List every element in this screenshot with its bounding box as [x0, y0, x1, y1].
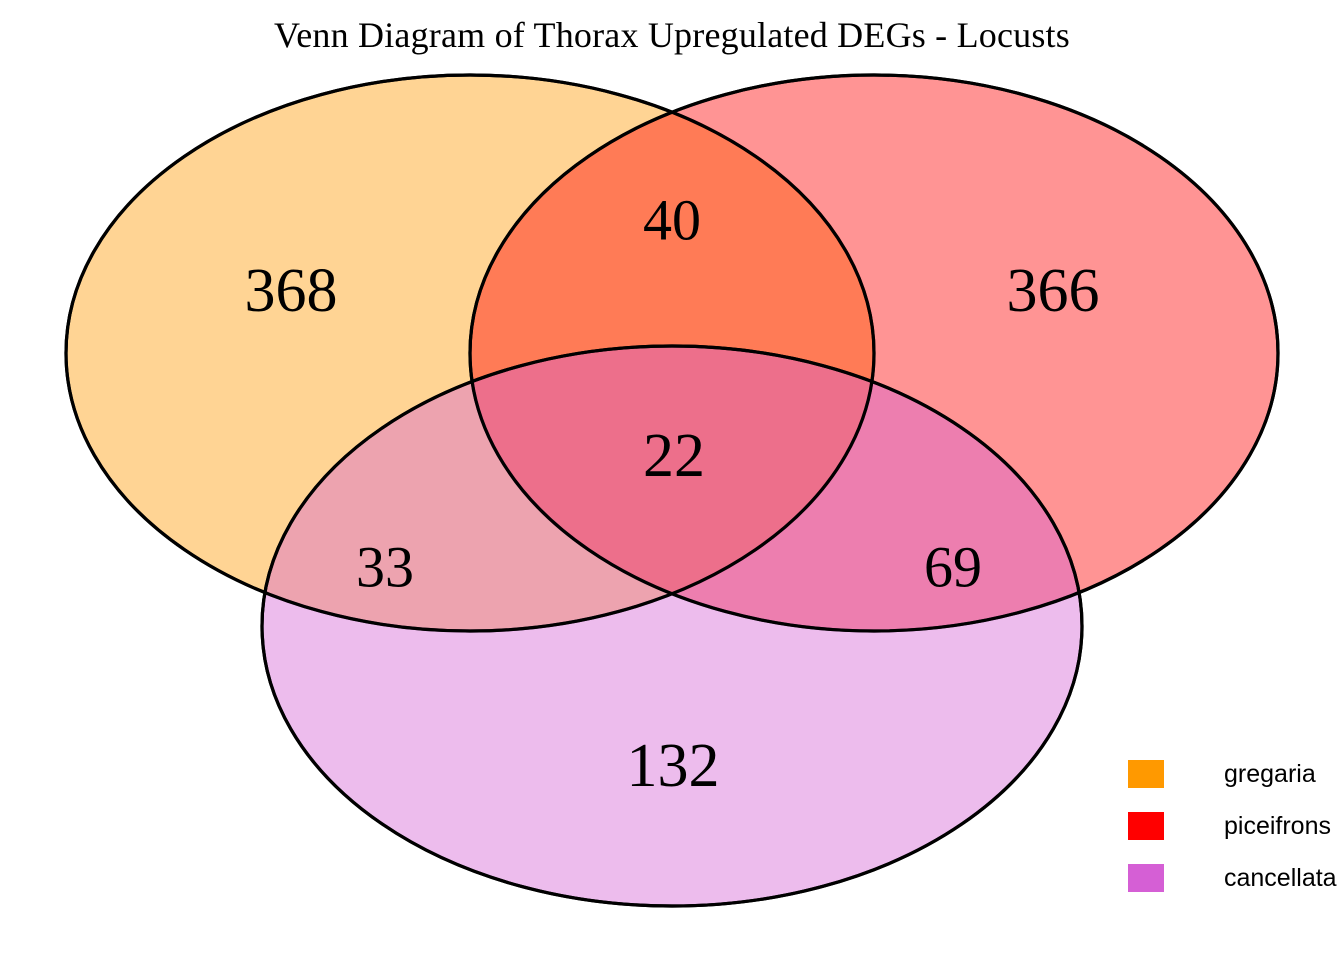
legend-swatch-piceifrons	[1128, 812, 1164, 840]
legend-label-cancellata: cancellata	[1224, 863, 1337, 892]
count-cancellata-only: 132	[627, 732, 720, 800]
page-title: Venn Diagram of Thorax Upregulated DEGs …	[274, 15, 1070, 55]
legend-swatch-gregaria	[1128, 760, 1164, 788]
venn-outline-piceifrons	[468, 73, 1280, 633]
legend-item-cancellata: cancellata	[1128, 852, 1344, 904]
legend-label-gregaria: gregaria	[1224, 759, 1316, 788]
venn-outline-cancellata	[260, 344, 1084, 908]
legend-item-gregaria: gregaria	[1128, 748, 1344, 800]
legend: gregaria piceifrons cancellata	[1128, 748, 1344, 904]
venn-outline-gregaria	[64, 73, 876, 633]
count-gregaria-cancellata: 33	[356, 534, 414, 599]
legend-swatch-cancellata	[1128, 864, 1164, 892]
count-all-three: 22	[643, 422, 705, 490]
count-piceifrons-only: 366	[1007, 257, 1100, 325]
count-gregaria-only: 368	[245, 257, 338, 325]
count-piceifrons-cancellata: 69	[924, 534, 982, 599]
count-gregaria-piceifrons: 40	[643, 187, 701, 252]
legend-item-piceifrons: piceifrons	[1128, 800, 1344, 852]
legend-label-piceifrons: piceifrons	[1224, 811, 1331, 840]
